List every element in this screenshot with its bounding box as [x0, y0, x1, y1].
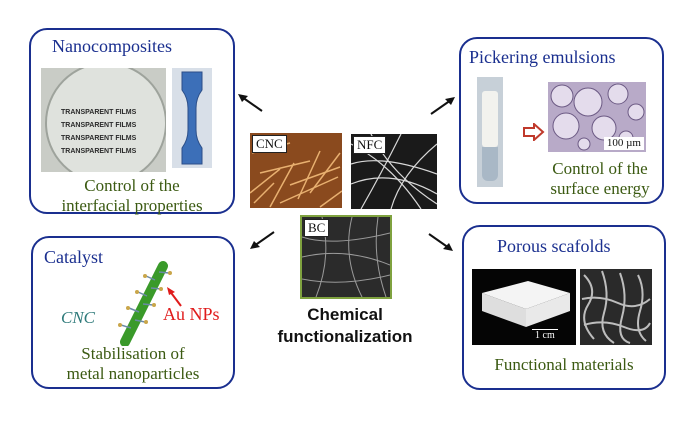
- right-hollow-arrow-icon: [523, 123, 545, 141]
- description-line: surface energy: [550, 179, 650, 198]
- nanocomposites-title: Nanocomposites: [52, 36, 172, 56]
- porous-description: Functional materials: [494, 355, 634, 374]
- vial-liquid-layer: [482, 147, 498, 181]
- film-text-line: TRANSPARENT FILMS: [61, 109, 137, 116]
- pickering-emulsions-panel: Pickering emulsions 100 µm Control of th…: [459, 37, 664, 204]
- au-nps-label: Au NPs: [163, 304, 220, 324]
- pickering-title: Pickering emulsions: [469, 47, 616, 67]
- nfc-sem-image: NFC: [351, 134, 437, 209]
- nanocomposites-panel: Nanocomposites TRANSPARENT FILMS TRANSPA…: [29, 28, 235, 216]
- arrow-to-catalyst-icon: [250, 231, 275, 249]
- porous-sem-photo: [580, 269, 652, 345]
- film-text-block: TRANSPARENT FILMS TRANSPARENT FILMS TRAN…: [61, 106, 136, 158]
- description-line: Control of the: [552, 159, 648, 178]
- dogbone-specimen-shape: [181, 71, 203, 165]
- bc-sem-image: BC: [300, 215, 392, 299]
- porous-scafolds-panel: Porous scafolds 1 cm Functional material…: [462, 225, 666, 390]
- dogbone-specimen-photo: [172, 68, 212, 168]
- emulsion-vial-photo: [477, 77, 503, 187]
- porous-block-photo: 1 cm: [472, 269, 576, 345]
- nanocomposites-description: Control of the interfacial properties: [31, 176, 233, 216]
- porous-sem-texture: [581, 270, 651, 344]
- arrow-to-pickering-icon: [430, 97, 455, 115]
- catalyst-panel: Catalyst CNC Au NPs Stabilisation of met…: [31, 236, 235, 389]
- film-text-line: TRANSPARENT FILMS: [61, 122, 137, 129]
- caption-line: Chemical: [307, 305, 383, 324]
- porous-title: Porous scafolds: [497, 236, 611, 256]
- vial-cream-layer: [482, 91, 498, 147]
- emulsion-scale-bar: 100 µm: [603, 137, 644, 150]
- white-foam-block: [482, 281, 570, 327]
- cnc-label: CNC: [252, 135, 287, 153]
- porous-scale-bar: 1 cm: [532, 329, 558, 342]
- arrow-to-nanocomposites-icon: [238, 94, 263, 112]
- film-text-line: TRANSPARENT FILMS: [61, 148, 137, 155]
- cnc-rod-illustration: [118, 261, 172, 346]
- pickering-description: Control of the surface energy: [541, 159, 659, 199]
- transparent-film-photo: TRANSPARENT FILMS TRANSPARENT FILMS TRAN…: [41, 68, 166, 172]
- cnc-afm-image: CNC: [250, 133, 342, 208]
- bc-label: BC: [304, 219, 330, 237]
- film-text-line: TRANSPARENT FILMS: [61, 135, 137, 142]
- nfc-label: NFC: [353, 136, 387, 154]
- transparent-film-disc: [45, 68, 166, 172]
- emulsion-micrograph: 100 µm: [548, 82, 646, 152]
- chemical-functionalization-caption: Chemical functionalization: [270, 304, 420, 348]
- arrow-to-porous-icon: [428, 233, 453, 251]
- caption-line: functionalization: [277, 327, 413, 346]
- catalyst-title: Catalyst: [44, 247, 103, 267]
- description-line: metal nanoparticles: [66, 364, 200, 383]
- au-pointer-arrow-icon: [167, 287, 182, 307]
- catalyst-cnc-label: CNC: [61, 308, 96, 327]
- description-line: Control of the: [84, 176, 180, 195]
- description-line: Stabilisation of: [81, 344, 185, 363]
- description-line: interfacial properties: [61, 196, 203, 215]
- catalyst-description: Stabilisation of metal nanoparticles: [33, 344, 233, 384]
